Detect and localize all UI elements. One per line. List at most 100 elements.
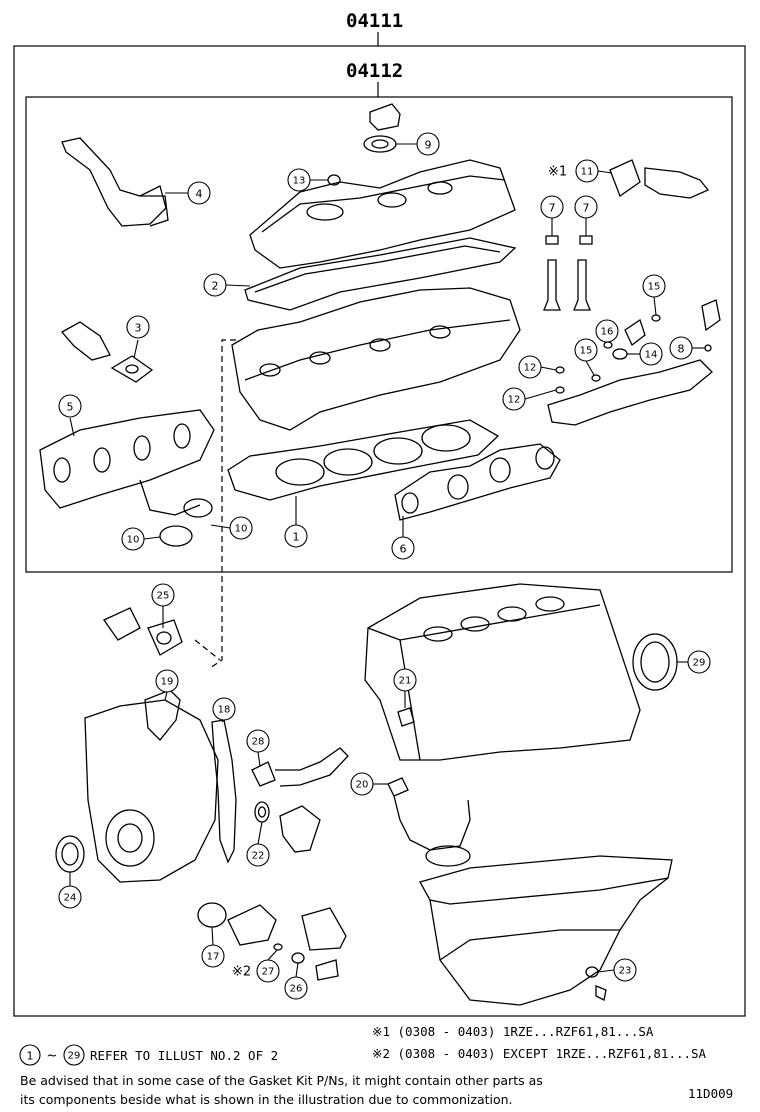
callout-10b: 10: [235, 524, 248, 535]
valves-7-drawing: [543, 235, 593, 311]
callout-9: 9: [425, 139, 432, 152]
head-cover-drawing: [249, 159, 516, 269]
water-pump-drawing: [279, 805, 321, 853]
timing-cover-drawing: [84, 689, 219, 883]
oil-pan-drawing: [419, 855, 673, 1006]
water-outlet-drawing: [61, 137, 169, 227]
manifold-pipe-drawing: [547, 299, 721, 426]
ref-start: 1: [27, 1050, 34, 1063]
callout-circle-6: [391, 536, 415, 560]
callout-circle-21: [393, 668, 417, 692]
note-1: ※1 (0308 - 0403) 1RZE...RZF61,81...SA: [372, 1024, 654, 1039]
cylinder-block-drawing: [364, 583, 641, 761]
dashed-connection: [209, 339, 236, 669]
callout-18: 18: [218, 705, 231, 716]
callout-8: 8: [678, 343, 685, 356]
note1-marker: ※1: [548, 165, 567, 180]
seal-24-drawing: [55, 835, 85, 873]
callout-circle-1: [284, 524, 308, 548]
callout-13: 13: [293, 176, 306, 187]
callout-circle-7a: [540, 195, 564, 219]
callout-circle-18: [212, 697, 236, 721]
ref-circle-start: [19, 1044, 41, 1066]
exhaust-gasket-drawing: [394, 443, 561, 521]
intake-manifold-drawing: [39, 409, 215, 518]
figure-id: 11D009: [688, 1086, 734, 1101]
callout-circle-10a: [121, 527, 145, 551]
callout-circle-24: [58, 885, 82, 909]
callout-5: 5: [67, 401, 74, 414]
callout-circle-10b: [229, 516, 253, 540]
part-21-drawing: [397, 707, 415, 727]
callout-circle-29: [687, 650, 711, 674]
seal-22-drawing: [254, 801, 270, 823]
callout-circle-7b: [574, 195, 598, 219]
callout-15b: 15: [580, 346, 593, 357]
callout-circle-12a: [518, 355, 542, 379]
engine-parts-artwork: [39, 103, 721, 1006]
valve-cover-gasket-drawing: [244, 237, 517, 311]
callout-circle-13: [287, 168, 311, 192]
callout-11: 11: [581, 167, 594, 178]
callout-20: 20: [356, 780, 369, 791]
callout-25: 25: [157, 591, 170, 602]
rear-seal-29-drawing: [632, 633, 678, 691]
head-gasket-drawing: [227, 419, 500, 501]
callout-26: 26: [290, 984, 303, 995]
gasket-10-drawing: [159, 525, 193, 547]
callout-27: 27: [262, 967, 275, 978]
callout-circle-5: [58, 394, 82, 418]
callout-circle-20: [350, 772, 374, 796]
callout-29: 29: [693, 658, 706, 669]
callout-23: 23: [619, 966, 632, 977]
oil-strainer-drawing: [387, 777, 471, 867]
callout-circle-16: [595, 319, 619, 343]
callout-circle-12b: [502, 387, 526, 411]
callout-circle-2: [203, 273, 227, 297]
kit-boundary: [13, 45, 746, 1017]
callout-circle-14: [639, 342, 663, 366]
callout-circle-22: [246, 843, 270, 867]
callout-2: 2: [212, 280, 219, 293]
callout-7a: 7: [549, 202, 556, 215]
callout-15a: 15: [648, 282, 661, 293]
ref-end: 29: [68, 1051, 81, 1062]
callout-28: 28: [252, 737, 265, 748]
ref-circle-end: [63, 1044, 85, 1066]
callout-circle-9: [416, 132, 440, 156]
sub-kit-boundary: [25, 96, 733, 573]
callout-circle-28: [246, 729, 270, 753]
callout-circle-15b: [574, 338, 598, 362]
callout-17: 17: [207, 952, 220, 963]
callout-21: 21: [399, 676, 412, 687]
callout-1: 1: [293, 531, 300, 544]
callout-12b: 12: [508, 395, 521, 406]
sub-kit-code-label: 04112: [346, 60, 404, 82]
refer-text: REFER TO ILLUST NO.2 OF 2: [90, 1048, 279, 1063]
callout-circle-19: [155, 669, 179, 693]
callout-12a: 12: [524, 363, 537, 374]
kit-code-label: 04111: [346, 10, 404, 32]
callout-circle-25: [151, 583, 175, 607]
advice-line-1: Be advised that in some case of the Gask…: [20, 1073, 543, 1088]
callout-circle-8: [669, 336, 693, 360]
callout-circle-23: [613, 958, 637, 982]
callout-circle-4: [187, 181, 211, 205]
callout-22: 22: [252, 851, 265, 862]
callout-24: 24: [64, 893, 77, 904]
callout-6: 6: [400, 543, 407, 556]
sensor-3-drawing: [60, 321, 154, 383]
callout-19: 19: [161, 677, 174, 688]
water-pipe-28-drawing: [251, 747, 349, 787]
callout-16: 16: [601, 327, 614, 338]
advice-line-2: its components beside what is shown in t…: [20, 1092, 513, 1107]
note2-marker: ※2: [232, 965, 251, 980]
oil-filler-cap-drawing: [363, 103, 401, 153]
callout-4: 4: [196, 188, 203, 201]
gasket-18-drawing: [211, 719, 237, 864]
water-inlet-11-drawing: [609, 159, 710, 199]
callout-circle-11: [575, 159, 599, 183]
gasket-25-drawing: [103, 607, 183, 656]
callout-3: 3: [135, 322, 142, 335]
